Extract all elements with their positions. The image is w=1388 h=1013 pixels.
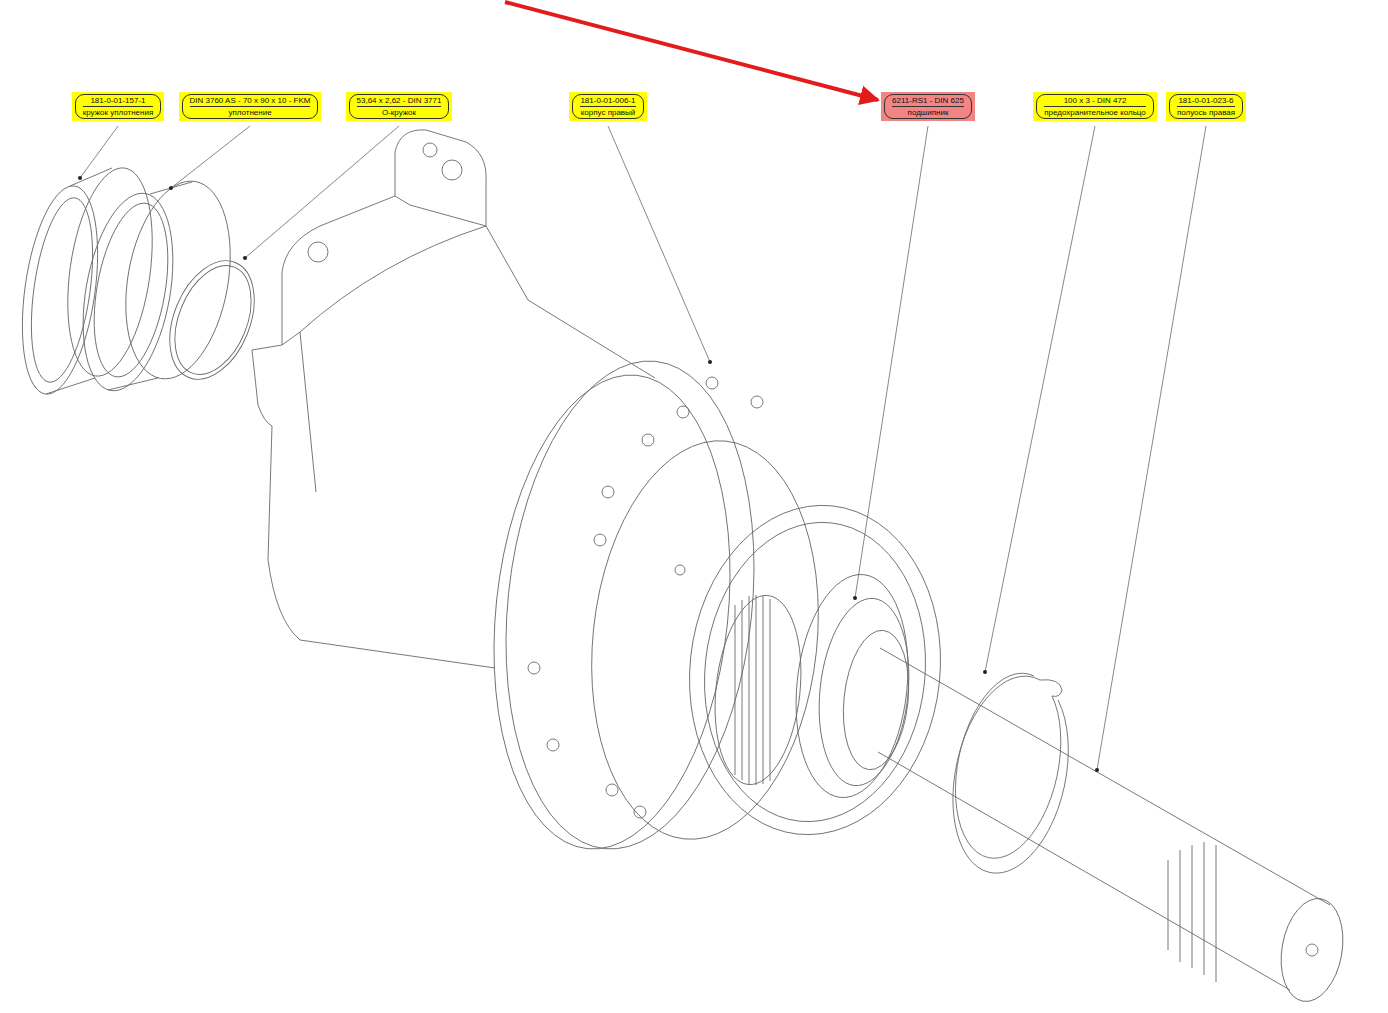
callout-balloon: DIN 3760 AS - 70 x 90 x 10 - FKMуплотнен… bbox=[179, 92, 322, 121]
part-name: предохранительное кольцо bbox=[1044, 106, 1146, 118]
callout-balloon: 181-0-01-006-1корпус правый bbox=[569, 92, 646, 121]
leader-dot bbox=[78, 176, 1099, 772]
part-number: 181-0-01-157-1 bbox=[83, 95, 154, 106]
part-number: 181-0-01-023-6 bbox=[1177, 95, 1235, 106]
balloon-outline: 53,64 x 2,62 - DIN 3771O-кружок bbox=[349, 94, 450, 119]
part-number: 53,64 x 2,62 - DIN 3771 bbox=[357, 95, 442, 106]
housing bbox=[252, 130, 957, 862]
half-shaft bbox=[878, 648, 1351, 1006]
bearing bbox=[706, 569, 918, 803]
part-name: кружок уплотнения bbox=[83, 106, 154, 118]
callout-balloon: 53,64 x 2,62 - DIN 3771O-кружок bbox=[346, 92, 453, 121]
part-name: корпус правый bbox=[580, 106, 635, 118]
part-number: 6211-RS1 - DIN 625 bbox=[892, 95, 964, 106]
leader-line bbox=[80, 126, 1206, 770]
balloon-outline: 181-0-01-023-6полуось правая bbox=[1169, 94, 1243, 119]
callout-balloon: 6211-RS1 - DIN 625подшипник bbox=[881, 92, 975, 121]
callout-balloon: 100 x 3 - DIN 472предохранительное кольц… bbox=[1033, 92, 1157, 121]
balloon-outline: 181-0-01-157-1кружок уплотнения bbox=[75, 94, 162, 119]
part-name: подшипник bbox=[892, 106, 964, 118]
callout-balloon: 181-0-01-023-6полуось правая bbox=[1166, 92, 1246, 121]
part-number: 181-0-01-006-1 bbox=[580, 95, 635, 106]
part-name: уплотнение bbox=[190, 106, 311, 118]
part-number: 100 x 3 - DIN 472 bbox=[1044, 95, 1146, 106]
balloon-outline: DIN 3760 AS - 70 x 90 x 10 - FKMуплотнен… bbox=[182, 94, 319, 119]
part-name: полуось правая bbox=[1177, 106, 1235, 118]
shaft-seal bbox=[69, 173, 244, 398]
pointer-arrow bbox=[505, 2, 878, 100]
part-name: O-кружок bbox=[357, 106, 442, 118]
balloon-outline: 181-0-01-006-1корпус правый bbox=[572, 94, 643, 119]
callout-balloon: 181-0-01-157-1кружок уплотнения bbox=[72, 92, 165, 121]
circlip bbox=[953, 673, 1068, 873]
part-number: DIN 3760 AS - 70 x 90 x 10 - FKM bbox=[190, 95, 311, 106]
balloon-outline: 100 x 3 - DIN 472предохранительное кольц… bbox=[1036, 94, 1154, 119]
o-ring bbox=[154, 248, 271, 391]
balloon-outline: 6211-RS1 - DIN 625подшипник bbox=[884, 94, 972, 119]
